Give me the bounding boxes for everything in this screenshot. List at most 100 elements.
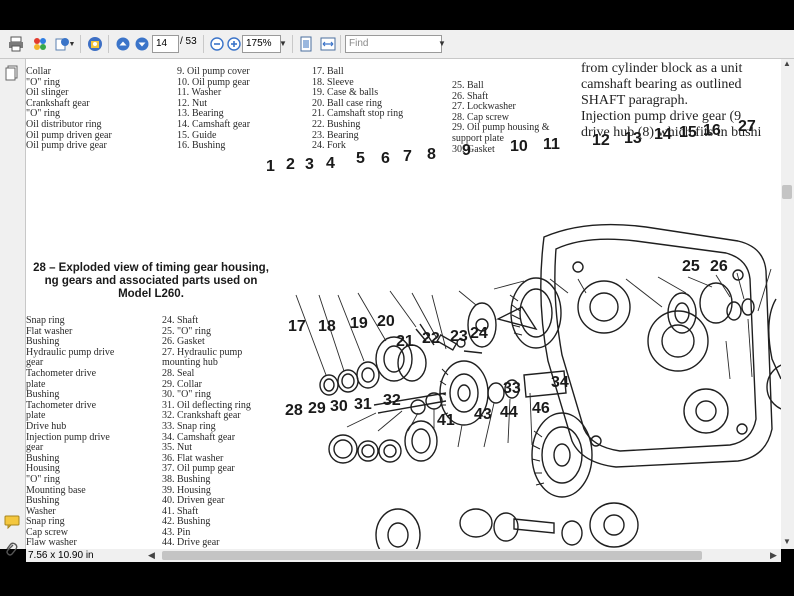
callout-number: 14	[654, 126, 672, 143]
caption-line: Model L260.	[118, 288, 184, 300]
list-item: Oil distributor ring	[26, 118, 102, 130]
callout-number: 22	[422, 330, 440, 347]
pages-panel-icon[interactable]	[4, 65, 20, 86]
attachment-icon[interactable]	[4, 541, 18, 562]
list-item: Snap ring	[26, 516, 65, 528]
list-item: Hydraulic pump drive	[26, 346, 115, 358]
list-item: 33. Snap ring	[162, 420, 216, 432]
list-item: plate	[26, 378, 46, 390]
vertical-scrollbar[interactable]: ▲ ▼	[781, 59, 794, 549]
list-item: "O" ring	[26, 473, 60, 485]
zoom-dropdown-icon[interactable]: ▼	[279, 39, 287, 48]
page-count-label: / 53	[180, 36, 197, 47]
list-item: Oil pump driven gear	[26, 129, 112, 141]
list-item: 10. Oil pump gear	[177, 76, 250, 88]
list-item: support plate	[452, 132, 504, 144]
list-item: 17. Ball	[312, 66, 344, 77]
list-item: 39. Housing	[162, 484, 211, 496]
list-item: 28. Cap screw	[452, 111, 509, 123]
callout-number: 9	[462, 142, 471, 159]
secure-document-icon[interactable]	[85, 34, 105, 54]
scroll-down-icon[interactable]: ▼	[783, 537, 791, 546]
fit-width-icon[interactable]	[318, 34, 338, 54]
print-icon[interactable]	[6, 34, 26, 54]
find-input[interactable]: Find	[345, 35, 442, 53]
exploded-view-diagram	[295, 223, 781, 549]
page-number-input[interactable]: 14	[152, 35, 179, 53]
list-item: 22. Bushing	[312, 118, 361, 130]
callout-number: 13	[624, 130, 642, 147]
callout-number: 15	[679, 124, 697, 141]
callout-number: 32	[383, 392, 401, 409]
text-line: Injection pump drive gear (9	[581, 109, 742, 124]
comments-icon[interactable]	[4, 515, 20, 534]
navigation-panel	[0, 59, 26, 556]
list-item: "O" ring	[26, 76, 60, 88]
find-dropdown-icon[interactable]: ▼	[438, 39, 446, 48]
callout-number: 31	[354, 396, 372, 413]
callout-number: 11	[543, 136, 560, 153]
list-item: 29. Collar	[162, 378, 202, 390]
list-item: Injection pump drive	[26, 431, 110, 443]
list-item: plate	[26, 410, 46, 422]
zoom-out-icon[interactable]	[207, 34, 227, 54]
next-page-icon[interactable]	[132, 34, 152, 54]
callout-number: 8	[427, 146, 436, 163]
list-item: 37. Oil pump gear	[162, 463, 235, 475]
list-item: 40. Driven gear	[162, 495, 225, 507]
list-item: 24. Fork	[312, 140, 346, 152]
zoom-in-icon[interactable]	[224, 34, 244, 54]
list-item: Bushing	[26, 495, 60, 507]
callout-number: 33	[503, 380, 521, 397]
callout-number: 3	[305, 156, 314, 173]
horizontal-scroll-thumb[interactable]	[162, 551, 702, 560]
scroll-right-icon[interactable]: ▶	[770, 550, 777, 560]
list-item: Oil slinger	[26, 87, 69, 99]
list-item: Housing	[26, 463, 60, 475]
vertical-scroll-thumb[interactable]	[782, 185, 792, 199]
list-item: 43. Pin	[162, 526, 191, 538]
list-item: 15. Guide	[177, 129, 217, 141]
callout-number: 41	[437, 412, 455, 429]
text-line: SHAFT paragraph.	[581, 93, 689, 108]
caption-line: 28 – Exploded view of timing gear housin…	[33, 262, 269, 274]
zoom-level-field[interactable]: 175%	[242, 35, 281, 53]
fit-page-icon[interactable]	[296, 34, 316, 54]
previous-page-icon[interactable]	[113, 34, 133, 54]
callout-number: 18	[318, 318, 336, 335]
callout-number: 6	[381, 150, 390, 167]
list-item: gear	[26, 357, 44, 369]
list-item: 12. Nut	[177, 97, 207, 109]
callout-number: 7	[403, 148, 412, 165]
list-item: 20. Ball case ring	[312, 97, 382, 109]
callout-number: 20	[377, 313, 395, 330]
list-item: Drive hub	[26, 420, 67, 432]
list-item: Collar	[26, 66, 51, 77]
list-item: 35. Nut	[162, 442, 192, 454]
list-item: 21. Camshaft stop ring	[312, 108, 404, 120]
review-dropdown-icon[interactable]: ▼	[68, 40, 76, 48]
list-item: 18. Sleeve	[312, 76, 354, 88]
list-item: 34. Camshaft gear	[162, 431, 236, 443]
scroll-left-icon[interactable]: ◀	[148, 550, 155, 560]
list-item: gear	[26, 442, 44, 454]
callout-number: 25	[682, 258, 700, 275]
list-item: Bushing	[26, 336, 60, 348]
toolbar: ▼ 14 / 53 175% ▼ Find ▼	[0, 30, 794, 59]
callout-number: 21	[396, 333, 414, 350]
list-item: 29. Oil pump housing &	[452, 122, 550, 134]
list-item: 31. Oil deflecting ring	[162, 399, 251, 411]
list-item: 27. Lockwasher	[452, 101, 516, 113]
callout-number: 10	[510, 138, 528, 155]
collaborate-icon[interactable]	[30, 34, 50, 54]
review-tools-icon[interactable]	[52, 34, 72, 54]
list-item: Flat washer	[26, 325, 73, 337]
callout-number: 19	[350, 315, 368, 332]
list-item: 24. Shaft	[162, 315, 199, 326]
scroll-up-icon[interactable]: ▲	[783, 59, 791, 68]
